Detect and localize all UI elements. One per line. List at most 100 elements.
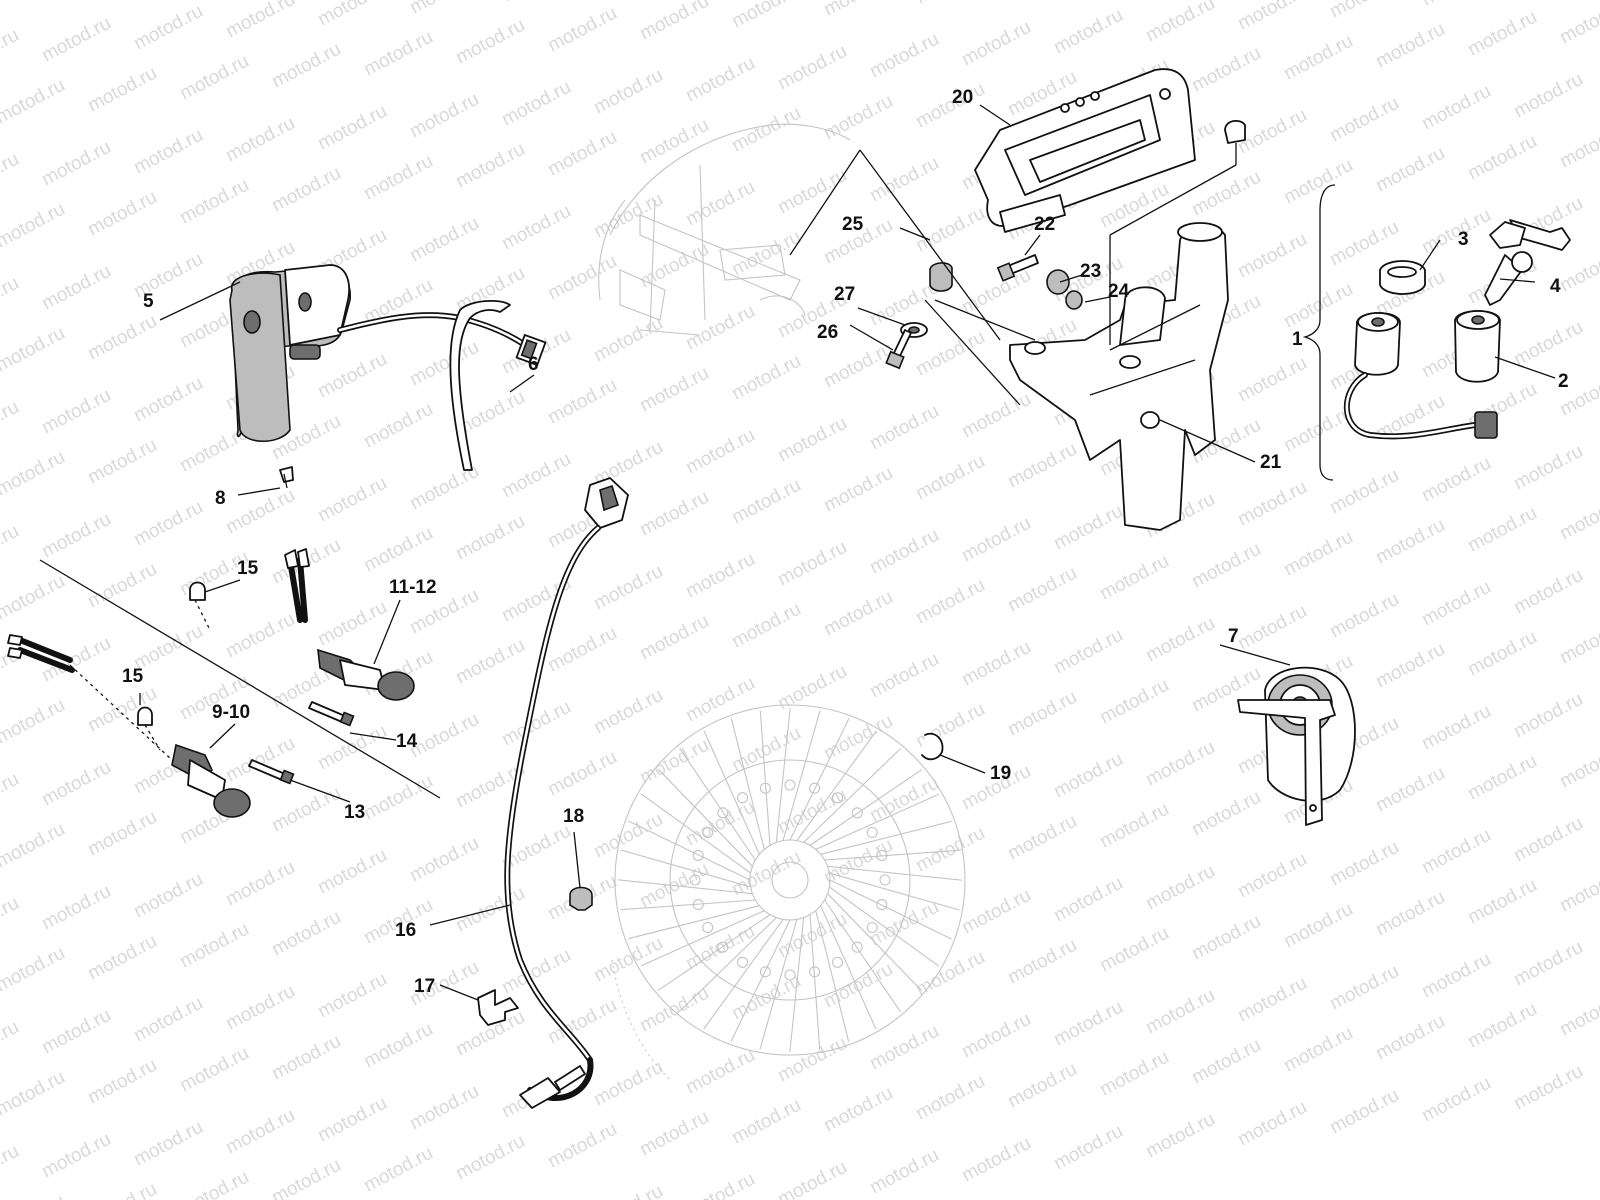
watermark-text: motod.ru xyxy=(912,451,988,505)
callout-5: 5 xyxy=(143,291,154,312)
watermark-text: motod.ru xyxy=(774,41,850,95)
watermark-text: motod.ru xyxy=(682,425,758,479)
watermark-text: motod.ru xyxy=(590,1057,666,1111)
disc-hole xyxy=(851,941,863,953)
watermark-text: motod.ru xyxy=(1464,751,1540,805)
callout-17: 17 xyxy=(414,976,435,997)
wheel-spoke xyxy=(730,919,791,1042)
watermark-text: motod.ru xyxy=(866,401,942,455)
front-wheel-outline xyxy=(611,704,966,1081)
wheel-spoke xyxy=(824,849,960,861)
watermark-text: motod.ru xyxy=(406,709,482,763)
watermark-text: motod.ru xyxy=(268,907,344,961)
fender-outline xyxy=(598,123,851,336)
watermark-text: motod.ru xyxy=(820,1083,896,1137)
wheel-spoke xyxy=(759,919,798,1050)
watermark-text: motod.ru xyxy=(1096,551,1172,605)
watermark-text: motod.ru xyxy=(728,0,804,32)
watermark-text: motod.ru xyxy=(1510,1061,1586,1115)
watermark-text: motod.ru xyxy=(452,15,528,69)
disc-hole xyxy=(876,899,888,911)
wheel-spoke xyxy=(789,917,805,1053)
watermark-text: motod.ru xyxy=(176,175,252,229)
watermark-text: motod.ru xyxy=(1234,601,1310,655)
wheel-spoke xyxy=(620,899,756,911)
watermark-text: motod.ru xyxy=(682,549,758,603)
watermark-text: motod.ru xyxy=(912,79,988,133)
wheel-spoke xyxy=(617,879,753,895)
callout-26: 26 xyxy=(817,322,838,343)
watermark-text: motod.ru xyxy=(0,397,23,451)
watermark-text: motod.ru xyxy=(1004,935,1080,989)
wheel-spoke xyxy=(824,899,901,1013)
disc-hole xyxy=(702,826,714,839)
watermark-text: motod.ru xyxy=(866,153,942,207)
watermark-text: motod.ru xyxy=(268,39,344,93)
watermark-text: motod.ru xyxy=(728,351,804,405)
disc-hole xyxy=(692,849,704,861)
watermark-text: motod.ru xyxy=(1004,439,1080,493)
watermark-text: motod.ru xyxy=(1050,1121,1126,1175)
callout-21: 21 xyxy=(1260,452,1282,473)
disc-hole xyxy=(689,874,701,886)
watermark-text: motod.ru xyxy=(406,833,482,887)
watermark-text: motod.ru xyxy=(498,201,574,255)
watermark-text: motod.ru xyxy=(728,227,804,281)
disc-hole xyxy=(784,969,796,981)
callout-20: 20 xyxy=(952,87,973,108)
watermark-text: motod.ru xyxy=(0,75,69,129)
watermark-text: motod.ru xyxy=(130,993,206,1047)
watermark-text: motod.ru xyxy=(38,385,114,439)
watermark-text: motod.ru xyxy=(590,313,666,367)
watermark-text: motod.ru xyxy=(590,809,666,863)
wheel-spoke xyxy=(820,820,952,855)
wheel-spoke xyxy=(657,914,771,991)
watermark-text: motod.ru xyxy=(1326,465,1402,519)
watermark-text: motod.ru xyxy=(912,823,988,877)
watermark-text: motod.ru xyxy=(84,187,160,241)
wheel-spoke xyxy=(809,914,821,1050)
watermark-text: motod.ru xyxy=(314,721,390,775)
watermark-text: motod.ru xyxy=(1418,825,1494,879)
watermark-text: motod.ru xyxy=(958,637,1034,691)
callout-4: 4 xyxy=(1550,276,1561,297)
watermark-text: motod.ru xyxy=(0,447,69,501)
callout-22: 22 xyxy=(1034,214,1055,235)
watermark-text: motod.ru xyxy=(1464,7,1540,61)
watermark-text: motod.ru xyxy=(1004,1059,1080,1113)
watermark-text: motod.ru xyxy=(1418,205,1494,259)
watermark-text: motod.ru xyxy=(1326,961,1402,1015)
watermark-text: motod.ru xyxy=(544,623,620,677)
watermark-text: motod.ru xyxy=(1372,639,1448,693)
watermark-text: motod.ru xyxy=(84,311,160,365)
watermark-text: motod.ru xyxy=(176,919,252,973)
wheel-spoke xyxy=(657,768,753,867)
watermark-text: motod.ru xyxy=(866,29,942,83)
watermark-text: motod.ru xyxy=(498,697,574,751)
speed-sensor-cable xyxy=(477,477,944,1109)
watermark-text: motod.ru xyxy=(912,1071,988,1125)
callout-labels: 1 2 3 4 5 6 7 8 9-10 11-12 13 14 15 15 1… xyxy=(122,87,1569,997)
watermark-text: motod.ru xyxy=(360,523,436,577)
ignition-switch-assembly xyxy=(1302,184,1571,481)
turn-signals xyxy=(7,548,441,818)
wheel-spoke xyxy=(759,710,771,846)
watermark-text: motod.ru xyxy=(1372,763,1448,817)
wheel-spoke xyxy=(640,793,751,874)
callout-15-upper: 15 xyxy=(237,558,259,579)
watermark-text: motod.ru xyxy=(222,485,298,539)
wheel-spoke xyxy=(789,718,850,841)
watermark-text: motod.ru xyxy=(958,885,1034,939)
callout-27: 27 xyxy=(834,284,855,305)
watermark-text: motod.ru xyxy=(728,103,804,157)
disc-hole xyxy=(784,779,796,791)
watermark-text: motod.ru xyxy=(130,1,206,55)
watermark-text: motod.ru xyxy=(774,413,850,467)
watermark-text: motod.ru xyxy=(1142,1109,1218,1163)
wheel-spoke xyxy=(829,872,960,911)
watermark-text: motod.ru xyxy=(958,17,1034,71)
disc-hole xyxy=(717,941,729,953)
watermark-text: motod.ru xyxy=(912,0,988,8)
wheel-spoke xyxy=(829,886,940,967)
